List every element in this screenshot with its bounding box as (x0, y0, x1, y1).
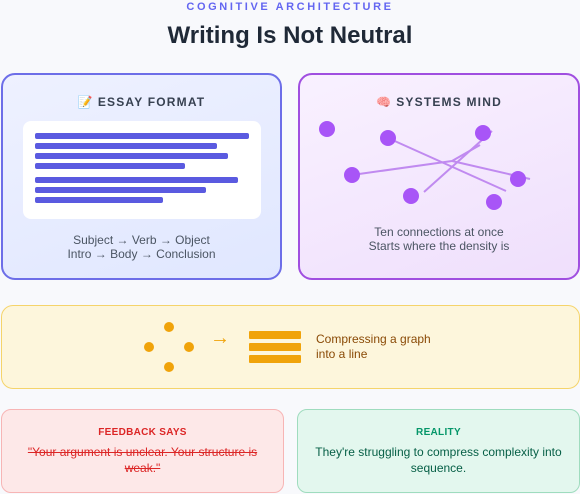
line-bar-icon (249, 343, 301, 351)
brain-icon: 🧠 (376, 95, 393, 109)
compression-text-line2: into a line (316, 347, 368, 361)
document-illustration (23, 121, 261, 219)
graph-node (319, 121, 335, 137)
graph-node (510, 171, 526, 187)
network-graph (319, 121, 531, 210)
text-line (35, 153, 228, 159)
reality-card: REALITY They're struggling to compress c… (297, 409, 580, 493)
text-line (35, 197, 163, 203)
graph-node (380, 130, 396, 146)
text-line (35, 143, 217, 149)
feedback-card: FEEDBACK SAYS "Your argument is unclear.… (1, 409, 284, 493)
graph-node (403, 188, 419, 204)
line-bar-icon (249, 331, 301, 339)
memo-icon: 📝 (77, 95, 94, 109)
text-line (35, 163, 185, 169)
graph-node-icon (184, 342, 194, 352)
graph-node (486, 194, 502, 210)
essay-format-heading: 📝ESSAY FORMAT (3, 95, 280, 109)
graph-node (475, 125, 491, 141)
eyebrow-label: COGNITIVE ARCHITECTURE (186, 1, 394, 13)
systems-mind-title: SYSTEMS MIND (396, 95, 502, 109)
essay-format-card: 📝ESSAY FORMAT Subject → Verb → Object In… (1, 73, 282, 280)
systems-mind-card: 🧠SYSTEMS MIND Ten connections at once St… (298, 73, 580, 280)
reality-label: REALITY (416, 427, 461, 438)
systems-mind-heading: 🧠SYSTEMS MIND (300, 95, 578, 109)
systems-caption-line2: Starts where the density is (368, 239, 510, 253)
text-line (35, 177, 238, 183)
graph-edge (451, 144, 481, 162)
page-title: Writing Is Not Neutral (167, 22, 413, 49)
graph-node (344, 167, 360, 183)
essay-caption-line1: Subject → Verb → Object (73, 233, 210, 247)
systems-caption-line1: Ten connections at once (374, 225, 504, 239)
essay-caption-line2: Intro → Body → Conclusion (67, 247, 216, 261)
compression-text-line1: Compressing a graph (316, 332, 431, 346)
text-line (35, 187, 206, 193)
graph-node-icon (164, 322, 174, 332)
text-line (35, 133, 249, 139)
right-arrow-icon: → (210, 327, 230, 349)
graph-node-icon (164, 362, 174, 372)
line-bar-icon (249, 355, 301, 363)
feedback-label: FEEDBACK SAYS (98, 427, 187, 438)
reality-text: They're struggling to compress complexit… (315, 445, 562, 475)
graph-edge (387, 137, 507, 192)
graph-edge (351, 160, 453, 176)
feedback-quote: "Your argument is unclear. Your structur… (27, 445, 258, 475)
essay-format-title: ESSAY FORMAT (97, 95, 206, 109)
compression-text: Compressing a graph into a line (316, 332, 431, 362)
graph-node-icon (144, 342, 154, 352)
